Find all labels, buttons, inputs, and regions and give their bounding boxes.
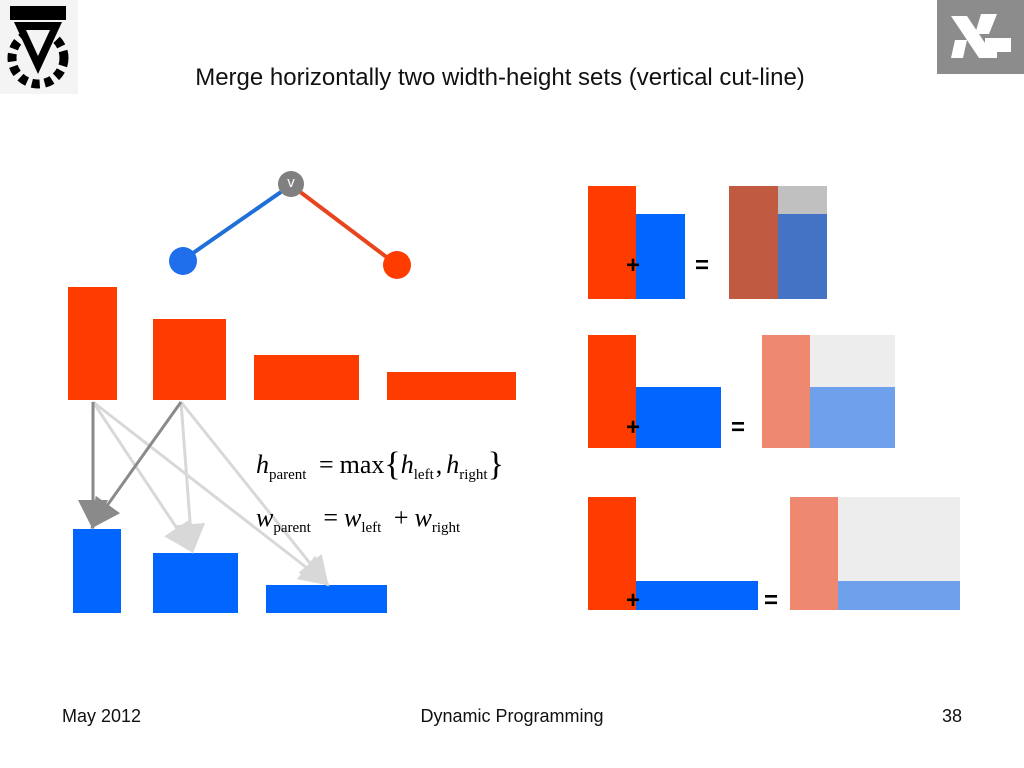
brace-close: } — [487, 446, 504, 483]
height-formula: hparent =max{hleft,hright} — [256, 444, 504, 483]
sub-right: right — [431, 520, 461, 536]
blue-rect-1 — [73, 529, 121, 613]
example1-red — [588, 186, 636, 299]
sub-left: left — [413, 467, 434, 483]
example1-merged-filler — [778, 186, 827, 214]
max-op: max — [339, 450, 385, 479]
right-child-node — [383, 251, 411, 279]
var-h: h — [446, 450, 460, 479]
arrow-light — [175, 401, 206, 554]
var-h: h — [256, 450, 269, 479]
equals-op: = — [323, 503, 338, 532]
example1-blue — [636, 214, 685, 299]
plus-sign-1: + — [626, 252, 641, 279]
example3-blue — [636, 581, 758, 610]
var-h: h — [400, 450, 414, 479]
example3-merged-red — [790, 497, 838, 610]
sub-parent: parent — [273, 520, 311, 536]
arrow-light — [179, 401, 329, 587]
example2-merged-red — [762, 335, 810, 448]
node-label-v: v — [287, 174, 295, 191]
brace-open: { — [384, 446, 401, 483]
red-rect-2 — [153, 319, 226, 400]
right-edge — [289, 183, 399, 267]
slide-title: Merge horizontally two width-height sets… — [195, 64, 805, 91]
sub-parent: parent — [269, 467, 307, 483]
var-w: w — [414, 503, 432, 532]
example3-red — [588, 497, 636, 610]
university-logo — [0, 0, 78, 94]
root-node-v — [278, 171, 304, 197]
example3-merged-filler — [838, 497, 960, 581]
example1-merged-blue — [778, 214, 827, 299]
arrow-light — [91, 401, 194, 553]
sub-left: left — [361, 520, 382, 536]
var-w: w — [256, 503, 274, 532]
footer-course: Dynamic Programming — [420, 706, 604, 726]
example2-merged-blue — [810, 387, 895, 448]
red-rect-1 — [68, 287, 117, 400]
equals-sign-1: = — [695, 252, 710, 279]
arrow-light — [92, 400, 330, 586]
example2-blue — [636, 387, 721, 448]
blue-rect-2 — [153, 553, 238, 613]
left-child-node — [169, 247, 197, 275]
var-w: w — [344, 503, 362, 532]
left-edge — [181, 183, 293, 262]
comma: , — [435, 450, 443, 479]
red-rect-3 — [254, 355, 359, 400]
blue-rect-3 — [266, 585, 387, 613]
equals-sign-3: = — [764, 587, 779, 614]
plus-op: + — [393, 503, 409, 532]
arrow-dark — [90, 401, 183, 529]
example2-merged-filler — [810, 335, 895, 387]
plus-sign-2: + — [626, 414, 641, 441]
example1-merged-red — [729, 186, 778, 299]
footer-page-number: 38 — [941, 706, 962, 726]
faculty-logo — [937, 0, 1024, 74]
width-formula: wparent =wleft +wright — [256, 503, 461, 536]
equals-sign-2: = — [731, 414, 746, 441]
footer-date: May 2012 — [62, 706, 142, 726]
equals-op: = — [318, 450, 334, 479]
plus-sign-3: + — [626, 587, 641, 614]
example3-merged-blue — [838, 581, 960, 610]
red-rect-4 — [387, 372, 516, 400]
sub-right: right — [459, 467, 488, 483]
example2-red — [588, 335, 636, 448]
